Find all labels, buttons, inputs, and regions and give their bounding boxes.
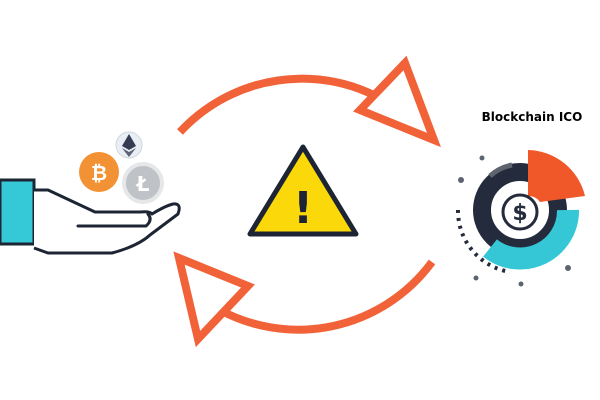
cycle-arrows	[173, 55, 441, 348]
warning-icon: !	[247, 144, 359, 237]
bitcoin-symbol: ₿	[91, 161, 107, 185]
ico-donut-chart-icon: $	[455, 150, 585, 287]
arrowhead-top-icon	[353, 55, 441, 148]
ethereum-icon	[115, 131, 143, 159]
warning-symbol: !	[293, 183, 313, 234]
litecoin-icon: Ł	[122, 162, 164, 204]
donut-dotted-arc	[455, 209, 511, 274]
donut-orange-segment	[528, 150, 585, 202]
decor-dots	[458, 155, 571, 287]
cycle-arrow-bottom	[202, 259, 436, 334]
bitcoin-icon: ₿	[79, 152, 119, 192]
litecoin-symbol: Ł	[136, 172, 150, 196]
sleeve	[0, 178, 36, 246]
hand-icon	[33, 188, 181, 255]
hand-with-coins: ₿ Ł	[0, 131, 181, 255]
donut-gray-segment	[488, 162, 513, 178]
hand-finger-line	[76, 212, 152, 228]
dollar-symbol: $	[512, 201, 527, 226]
donut-cyan-segment	[483, 209, 580, 270]
ico-label: Blockchain ICO	[481, 110, 583, 124]
arrowhead-bottom-icon	[173, 251, 255, 348]
